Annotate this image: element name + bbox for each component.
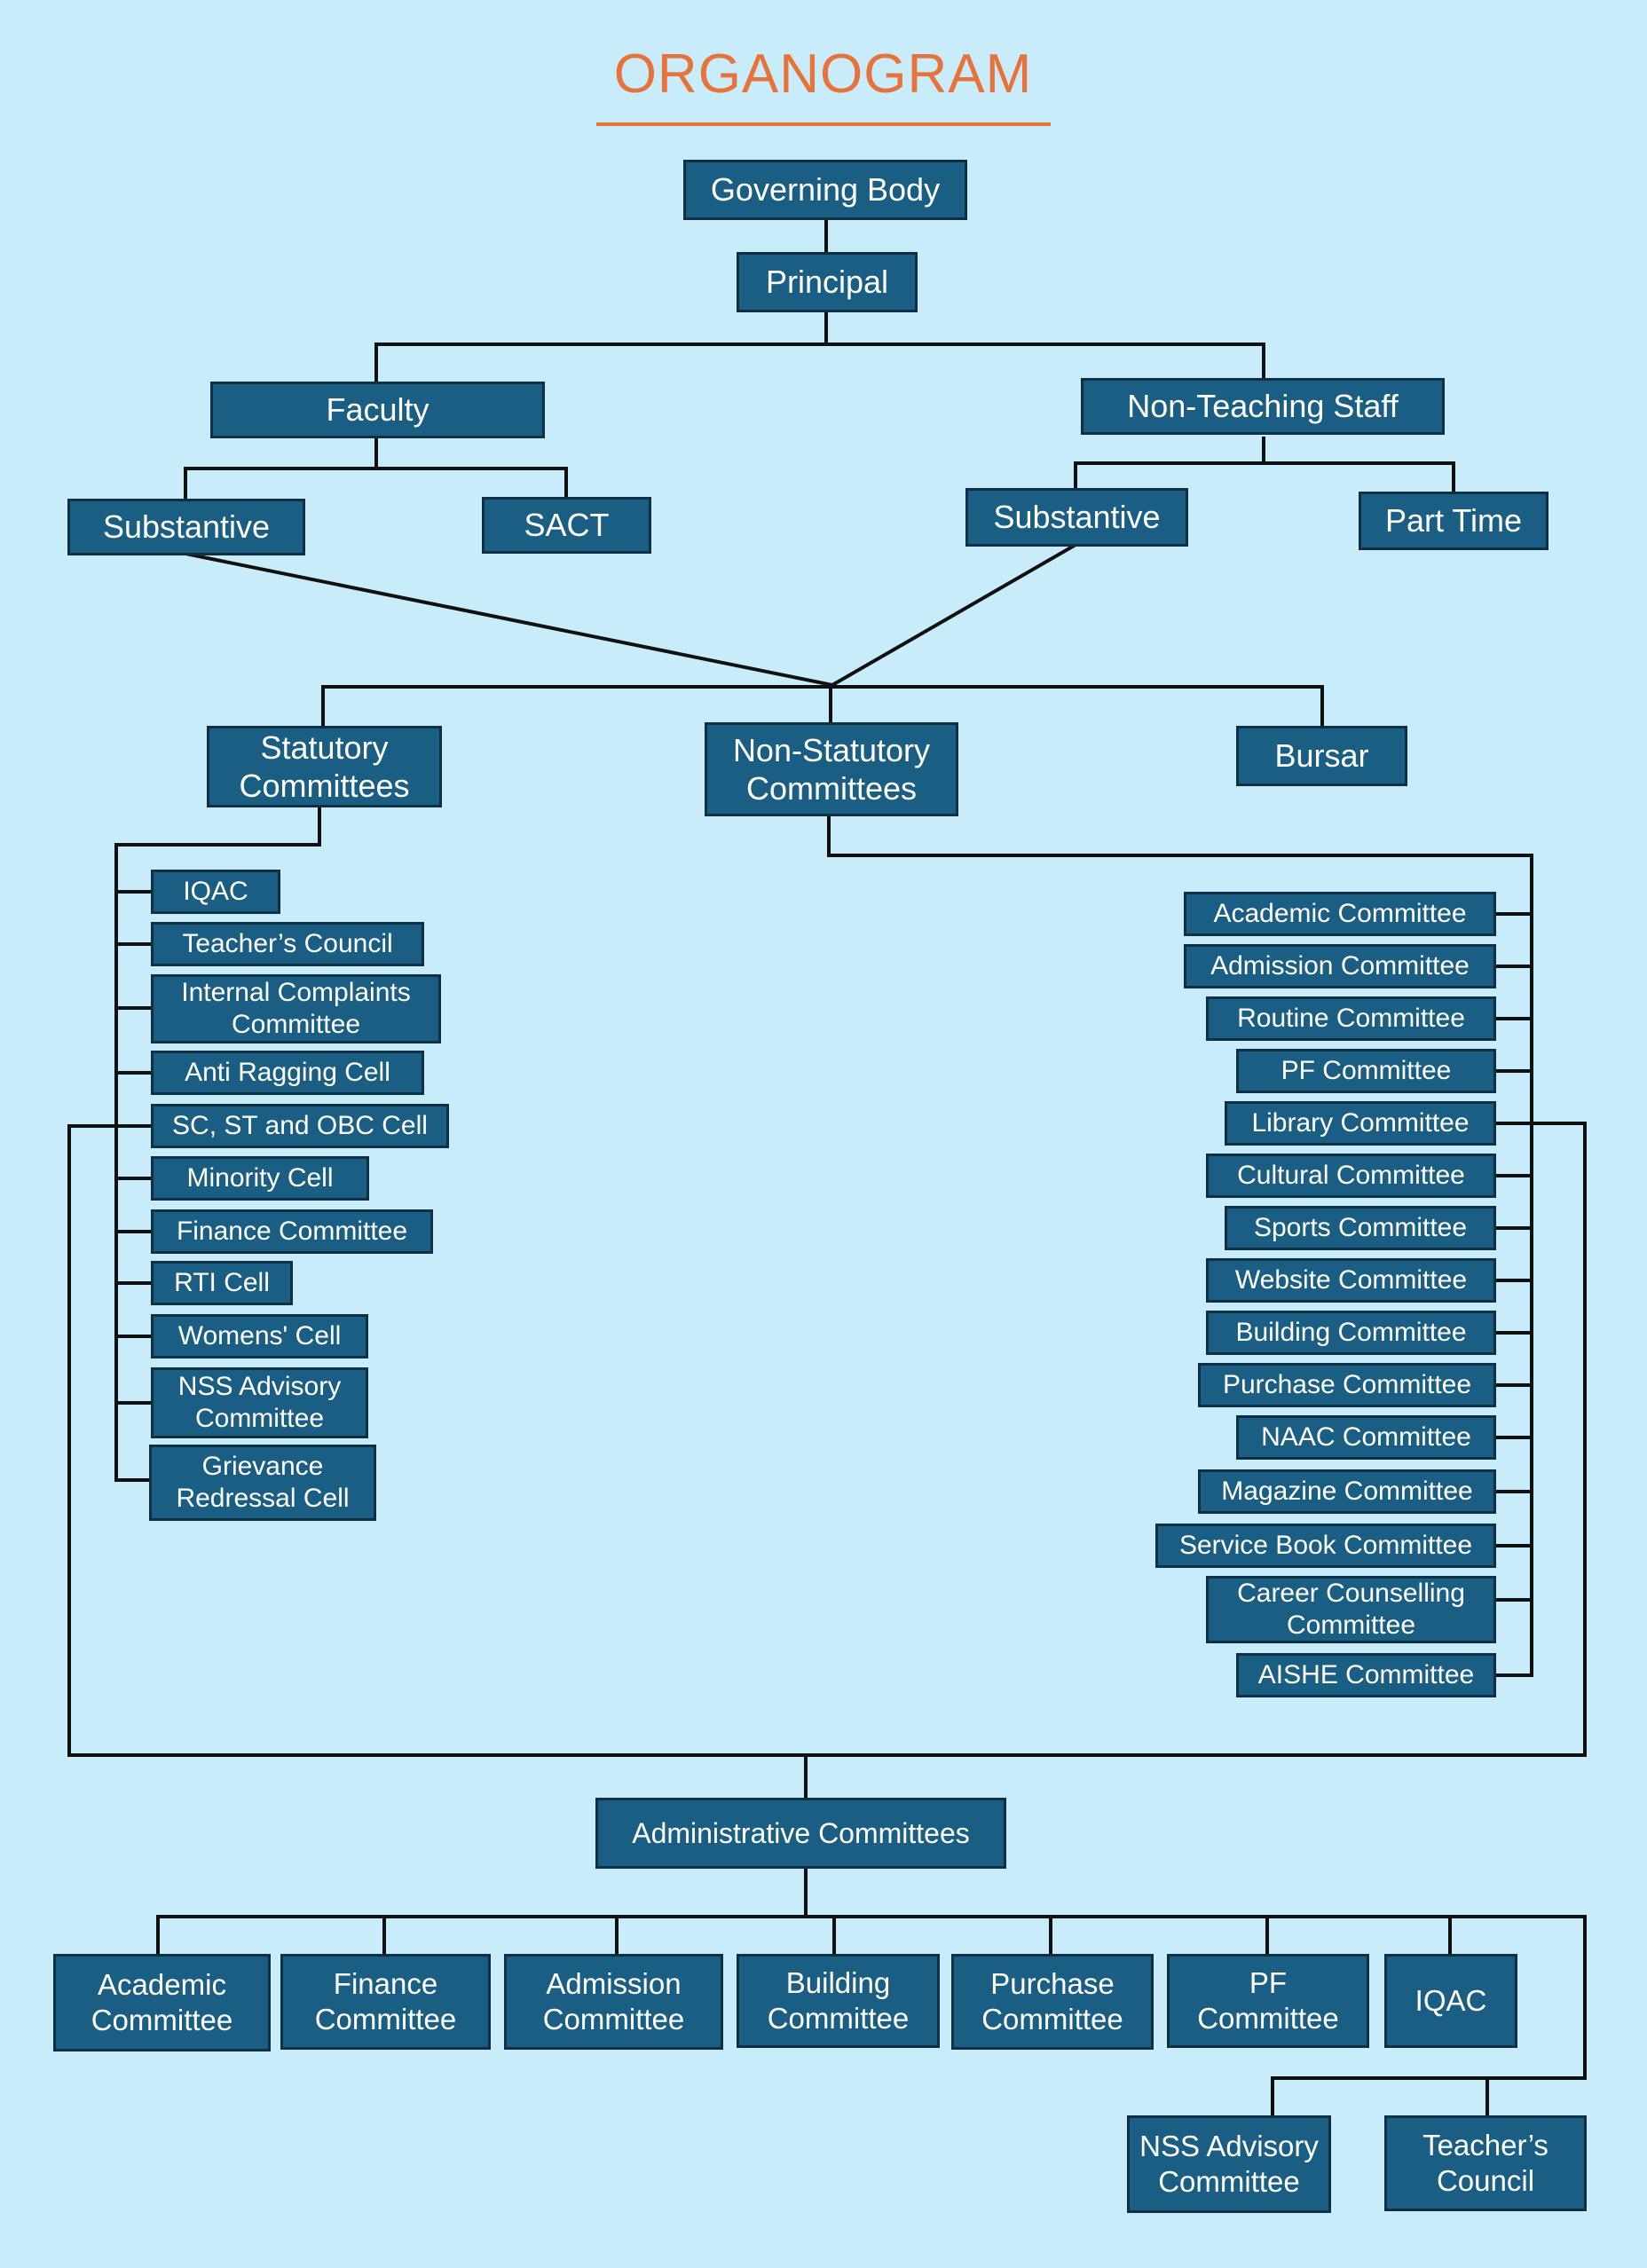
statutory-item: Anti Ragging Cell xyxy=(151,1051,424,1095)
non-statutory-item: Magazine Committee xyxy=(1198,1469,1496,1514)
admin-item: Academic Committee xyxy=(53,1954,271,2051)
statutory-item: RTI Cell xyxy=(151,1261,293,1305)
node-faculty-substantive: Substantive xyxy=(67,499,305,555)
admin-item: Admission Committee xyxy=(504,1954,723,2050)
admin-item: Purchase Committee xyxy=(951,1954,1154,2050)
node-staff-substantive: Substantive xyxy=(965,488,1188,547)
non-statutory-item: PF Committee xyxy=(1236,1049,1496,1093)
statutory-item: Internal Complaints Committee xyxy=(151,974,441,1043)
node-principal: Principal xyxy=(737,252,918,312)
statutory-item: IQAC xyxy=(151,870,280,914)
non-statutory-item: Library Committee xyxy=(1225,1101,1496,1146)
admin-item: NSS Advisory Committee xyxy=(1127,2115,1331,2213)
node-non-statutory-committees: Non-Statutory Committees xyxy=(705,722,958,816)
non-statutory-item: Sports Committee xyxy=(1225,1206,1496,1250)
page-title: ORGANOGRAM xyxy=(613,43,1033,105)
node-statutory-committees: Statutory Committees xyxy=(207,726,442,807)
statutory-item: Womens' Cell xyxy=(151,1314,368,1358)
non-statutory-item: Website Committee xyxy=(1206,1258,1496,1303)
admin-item: PF Committee xyxy=(1167,1954,1369,2048)
non-statutory-item: Service Book Committee xyxy=(1155,1524,1496,1568)
node-non-teaching-staff: Non-Teaching Staff xyxy=(1081,378,1445,435)
non-statutory-item: Career Counselling Committee xyxy=(1206,1576,1496,1643)
non-statutory-item: NAAC Committee xyxy=(1236,1415,1496,1460)
node-sact: SACT xyxy=(482,497,651,554)
statutory-item: Finance Committee xyxy=(151,1209,433,1254)
node-administrative-committees: Administrative Committees xyxy=(595,1798,1006,1869)
node-part-time: Part Time xyxy=(1359,492,1548,550)
non-statutory-item: Cultural Committee xyxy=(1206,1154,1496,1198)
non-statutory-item: Admission Committee xyxy=(1184,944,1496,988)
node-bursar: Bursar xyxy=(1236,726,1407,786)
statutory-item: SC, ST and OBC Cell xyxy=(151,1104,449,1148)
non-statutory-item: AISHE Committee xyxy=(1236,1653,1496,1697)
statutory-item: Minority Cell xyxy=(151,1156,369,1201)
admin-item: Teacher’s Council xyxy=(1384,2115,1587,2211)
statutory-item: Teacher’s Council xyxy=(151,922,424,966)
statutory-item: Grievance Redressal Cell xyxy=(149,1445,376,1521)
statutory-item: NSS Advisory Committee xyxy=(151,1367,368,1438)
non-statutory-item: Building Committee xyxy=(1206,1311,1496,1355)
title-underline xyxy=(596,122,1051,126)
node-faculty: Faculty xyxy=(210,382,545,438)
non-statutory-item: Routine Committee xyxy=(1206,996,1496,1041)
admin-item: IQAC xyxy=(1384,1954,1517,2048)
non-statutory-item: Purchase Committee xyxy=(1198,1363,1496,1407)
node-governing-body: Governing Body xyxy=(683,160,967,220)
non-statutory-item: Academic Committee xyxy=(1184,892,1496,936)
admin-item: Finance Committee xyxy=(280,1954,491,2050)
admin-item: Building Committee xyxy=(737,1954,940,2048)
